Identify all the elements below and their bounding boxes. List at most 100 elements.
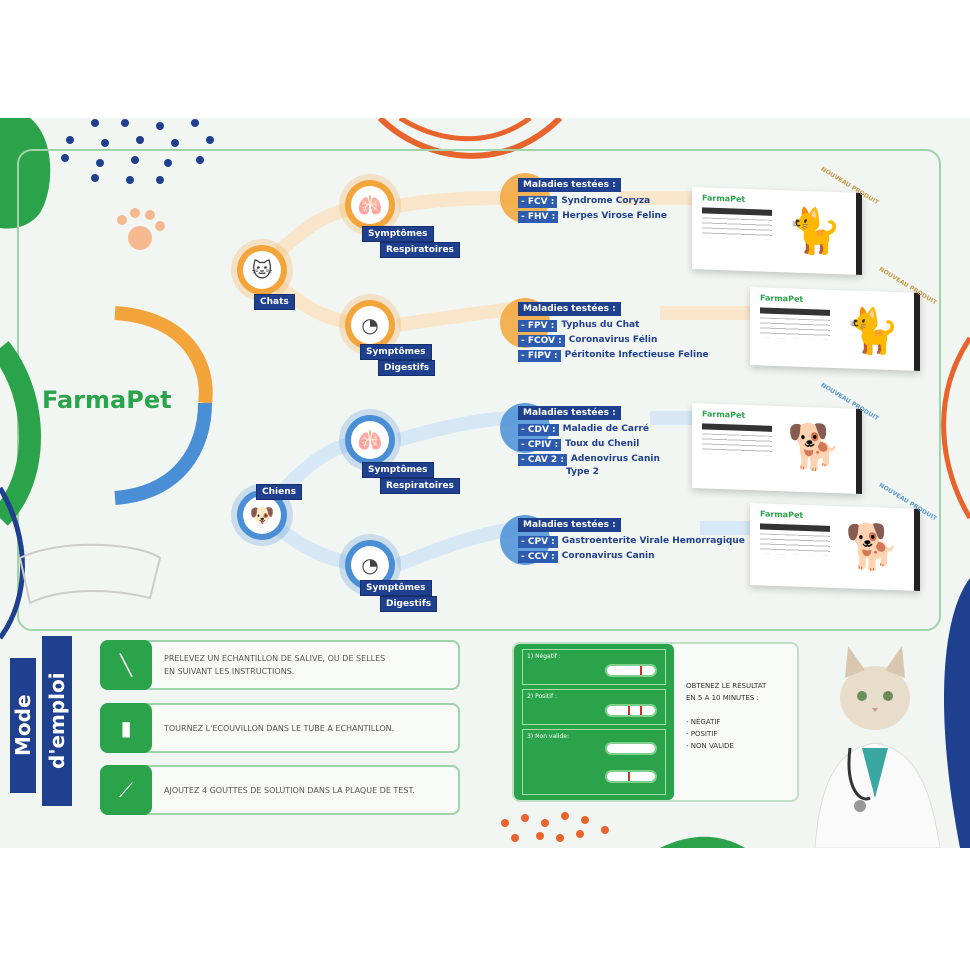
dog-illustration-icon: 🐕 — [845, 521, 900, 575]
disease-name: Typhus du Chat — [561, 320, 640, 330]
cat-dig-label-2: Digestifs — [378, 360, 436, 376]
step-text: TOURNEZ L'ECOUVILLON DANS LE TUBE A ECHA… — [164, 723, 395, 733]
disease-name: Péritonite Infectieuse Feline — [564, 350, 709, 360]
result-label: 2) Positif : — [527, 693, 557, 700]
cat-resp-label-2: Respiratoires — [380, 242, 460, 258]
step-1: ╲ PRELEVEZ UN ECHANTILLON DE SALIVE, OU D… — [100, 640, 460, 690]
disease-code: - CDV : — [518, 424, 559, 436]
dog-icon: 🐶 — [243, 496, 281, 534]
disease-list-cat-resp: Maladies testées : - FCV :Syndrome Coryz… — [518, 178, 667, 226]
result-invalid: 3) Non valide: — [522, 729, 666, 795]
cat-resp-label-1: Symptômes — [362, 226, 434, 242]
disease-item: - FHV :Herpes Virose Feline — [518, 211, 667, 223]
disease-list-cat-dig: Maladies testées : - FPV :Typhus du Chat… — [518, 302, 709, 365]
results-examples: 1) Négatif : 2) Positif : 3) Non valide: — [514, 644, 674, 800]
dog-illustration-icon: 🐕 — [787, 421, 842, 475]
step-text: PRELEVEZ UN ECHANTILLON DE SALIVE, OU DE… — [164, 654, 386, 676]
stomach-icon: ◔ — [351, 306, 389, 344]
product-box-cat-resp[interactable]: FarmaPet🐈NOUVEAU PRODUIT — [692, 166, 879, 275]
disease-code: - CPV : — [518, 536, 558, 548]
disease-item: - FCV :Syndrome Coryza — [518, 196, 667, 208]
farmapet-logo: FarmaPet — [42, 386, 172, 414]
disease-item: - FCOV :Coronavirus Félin — [518, 335, 709, 347]
lungs-icon: 🫁 — [351, 186, 389, 224]
dogs-label: Chiens — [256, 484, 302, 500]
disease-code: - FIPV : — [518, 350, 561, 362]
dogs-node[interactable]: 🐶 — [237, 490, 287, 540]
disease-item: - FIPV :Péritonite Infectieuse Feline — [518, 350, 709, 362]
test-strip — [605, 704, 657, 717]
product-brand: FarmaPet — [760, 509, 804, 520]
disease-code: - CPIV : — [518, 439, 562, 451]
dog-dig-label-1: Symptômes — [360, 580, 432, 596]
disease-header: Maladies testées : — [518, 178, 621, 192]
dropper-icon: ⟋ — [100, 765, 152, 815]
step-text: AJOUTEZ 4 GOUTTES DE SOLUTION DANS LA PL… — [164, 785, 415, 795]
dog-dig-label-2: Digestifs — [380, 596, 438, 612]
disease-code: - FPV : — [518, 320, 558, 332]
cat-doctor-illustration — [814, 646, 941, 848]
disease-list-dog-dig: Maladies testées : - CPV :Gastroenterite… — [518, 518, 745, 566]
disease-name-continued: Type 2 — [566, 467, 599, 477]
disease-name: Toux du Chenil — [565, 439, 640, 449]
test-strip — [605, 770, 657, 783]
disease-name: Gastroenterite Virale Hemorragique — [561, 536, 745, 546]
cats-label: Chats — [254, 294, 295, 310]
test-strip — [605, 664, 657, 677]
stomach-icon: ◔ — [351, 546, 389, 584]
dog-resp-label-1: Symptômes — [362, 462, 434, 478]
disease-item: - CPV :Gastroenterite Virale Hemorragiqu… — [518, 536, 745, 548]
disease-name: Coronavirus Canin — [561, 551, 655, 561]
disease-item: - CPIV :Toux du Chenil — [518, 439, 660, 451]
product-brand: FarmaPet — [702, 193, 746, 204]
result-positive: 2) Positif : — [522, 689, 666, 725]
results-text: OBTENEZ LE RÉSULTAT EN 5 A 10 MINUTES : … — [686, 682, 767, 750]
poster: FarmaPet 🐱 Chats 🫁 Symptômes Respiratoir… — [0, 118, 970, 848]
tube-icon: ▮ — [100, 703, 152, 753]
cats-node[interactable]: 🐱 — [237, 245, 287, 295]
cat-illustration-icon: 🐈 — [845, 305, 900, 359]
mode-title-1: Mode — [10, 658, 36, 793]
disease-code: - CCV : — [518, 551, 558, 563]
disease-item: - FPV :Typhus du Chat — [518, 320, 709, 332]
cat-icon: 🐱 — [243, 251, 281, 289]
disease-item: - CCV :Coronavirus Canin — [518, 551, 745, 563]
results-panel: 1) Négatif : 2) Positif : 3) Non valide:… — [512, 642, 799, 802]
disease-header: Maladies testées : — [518, 302, 621, 316]
dog-resp-label-2: Respiratoires — [380, 478, 460, 494]
disease-code: - CAV 2 : — [518, 454, 567, 466]
disease-name: Coronavirus Félin — [568, 335, 658, 345]
dog-respiratory-node[interactable]: 🫁 — [345, 415, 395, 465]
disease-code: - FCOV : — [518, 335, 565, 347]
disease-header: Maladies testées : — [518, 518, 621, 532]
dog-digestive-node[interactable]: ◔ — [345, 540, 395, 590]
swab-icon: ╲ — [100, 640, 152, 690]
disease-header: Maladies testées : — [518, 406, 621, 420]
disease-code: - FCV : — [518, 196, 558, 208]
disease-list-dog-resp: Maladies testées : - CDV :Maladie de Car… — [518, 406, 660, 477]
disease-name: Syndrome Coryza — [561, 196, 651, 206]
disease-item: - CAV 2 :Adenovirus Canin — [518, 454, 660, 466]
product-box-cat-dig[interactable]: FarmaPet🐈NOUVEAU PRODUIT — [750, 266, 937, 371]
cat-digestive-node[interactable]: ◔ — [345, 300, 395, 350]
disease-name: Maladie de Carré — [562, 424, 649, 434]
product-box-dog-dig[interactable]: FarmaPet🐕NOUVEAU PRODUIT — [750, 482, 937, 591]
cat-respiratory-node[interactable]: 🫁 — [345, 180, 395, 230]
disease-name: Adenovirus Canin — [570, 454, 660, 464]
result-label: 3) Non valide: — [527, 733, 570, 740]
result-negative: 1) Négatif : — [522, 649, 666, 685]
disease-name: Herpes Virose Feline — [562, 211, 668, 221]
cat-illustration-icon: 🐈 — [787, 205, 842, 259]
cat-dig-label-1: Symptômes — [360, 344, 432, 360]
disease-item: - CDV :Maladie de Carré — [518, 424, 660, 436]
product-brand: FarmaPet — [760, 293, 804, 304]
step-3: ⟋ AJOUTEZ 4 GOUTTES DE SOLUTION DANS LA P… — [100, 765, 460, 815]
result-label: 1) Négatif : — [527, 653, 561, 660]
test-strip — [605, 742, 657, 755]
product-brand: FarmaPet — [702, 409, 746, 420]
disease-code: - FHV : — [518, 211, 559, 223]
product-box-dog-resp[interactable]: FarmaPet🐕NOUVEAU PRODUIT — [692, 382, 879, 494]
lungs-icon: 🫁 — [351, 421, 389, 459]
step-2: ▮ TOURNEZ L'ECOUVILLON DANS LE TUBE A ECH… — [100, 703, 460, 753]
mode-title-2: d'emploi — [42, 636, 72, 806]
